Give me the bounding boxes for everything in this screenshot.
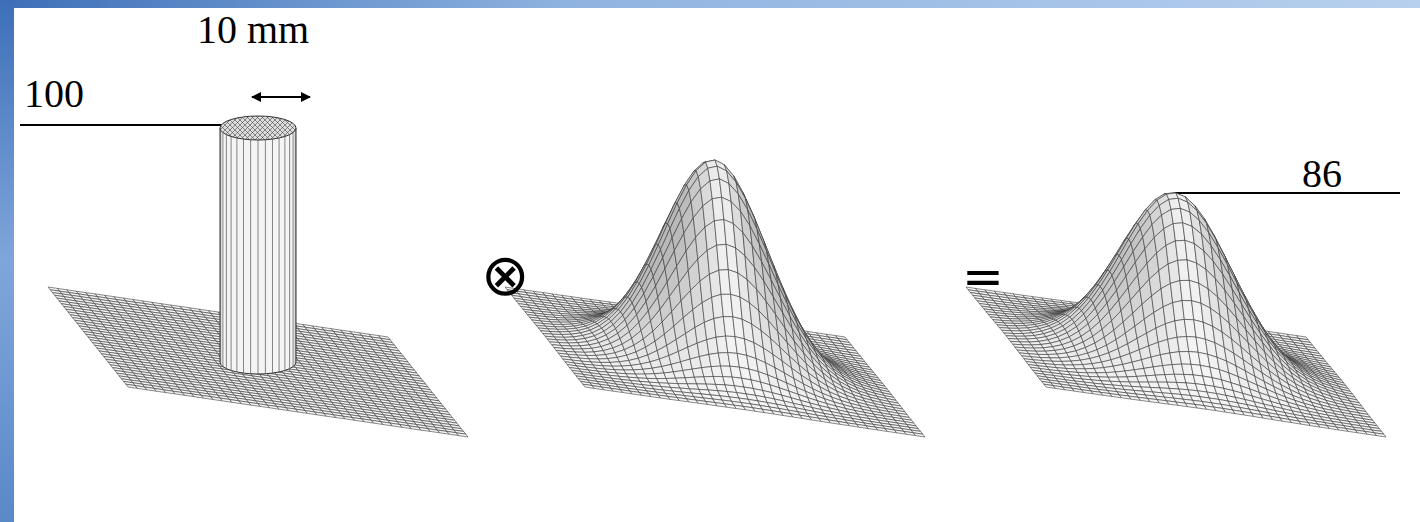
- cylinder-top: [220, 116, 296, 140]
- gaussian-surface: [505, 160, 925, 437]
- mesh-cell: [456, 433, 468, 437]
- cylinder-surface: [48, 116, 468, 437]
